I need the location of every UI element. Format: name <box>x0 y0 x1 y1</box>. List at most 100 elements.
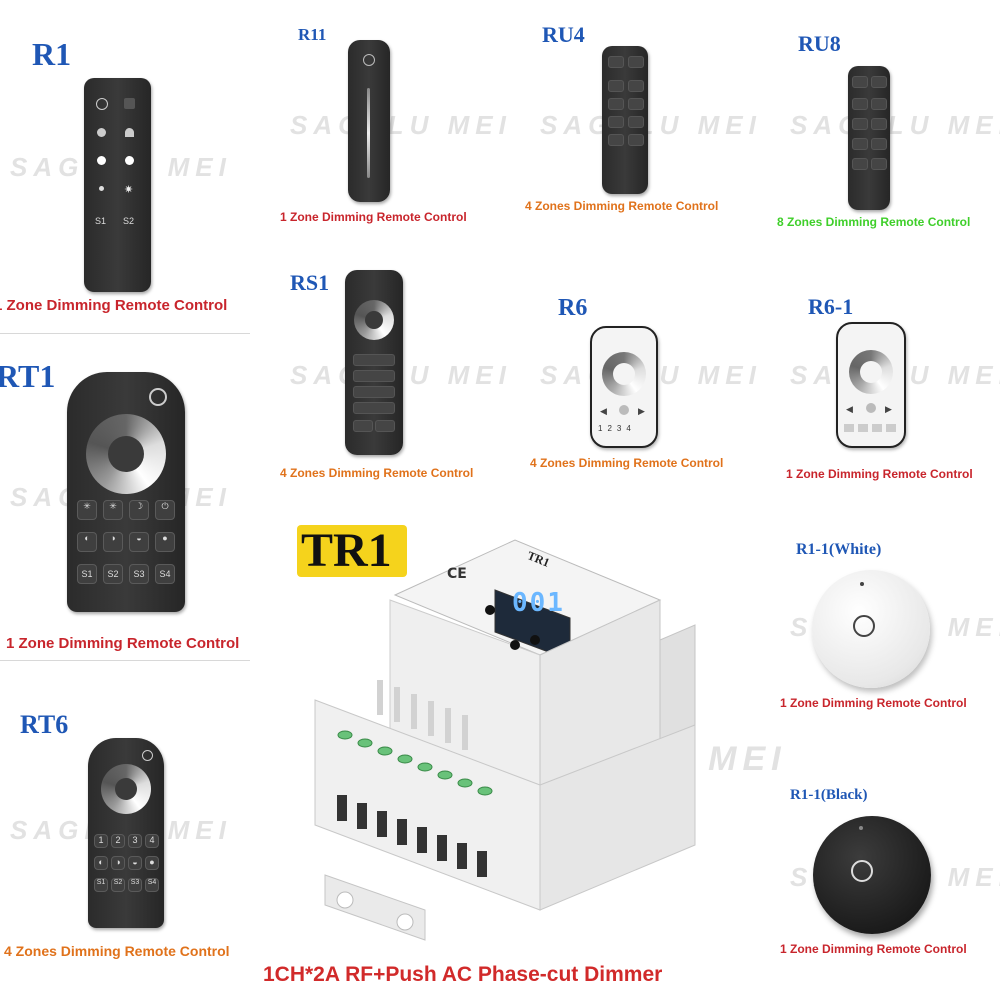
zone-button-icon <box>608 98 624 110</box>
wheel-center-icon <box>860 361 882 383</box>
left-arrow-icon: ◀ <box>600 406 607 416</box>
r6-remote-image: ◀ ▶ 1234 <box>590 326 658 448</box>
brightness-icon: ◐ <box>77 532 97 552</box>
off-button-icon <box>628 56 644 68</box>
r11-caption: 1 Zone Dimming Remote Control <box>280 210 467 224</box>
bulb-icon <box>124 98 135 109</box>
power-icon <box>96 98 108 110</box>
r1-caption: 1 Zone Dimming Remote Control <box>0 297 228 314</box>
scene-s3-label: S3 <box>129 564 149 584</box>
led-indicator <box>859 826 863 830</box>
power-icon <box>853 615 875 637</box>
zone-button-icon <box>353 386 395 398</box>
r6-title: R6 <box>558 295 588 321</box>
zone-button-icon <box>871 138 887 150</box>
dim-icon <box>99 186 104 191</box>
ru4-caption: 4 Zones Dimming Remote Control <box>525 199 719 213</box>
left-arrow-icon: ◀ <box>846 404 853 414</box>
ru8-title: RU8 <box>798 31 841 56</box>
dimmer-lower-side <box>539 724 696 911</box>
power-icon <box>851 860 873 882</box>
brightness-icon <box>125 128 134 137</box>
r1-1-black-caption: 1 Zone Dimming Remote Control <box>780 942 967 956</box>
brightness-icon: ◒ <box>129 532 149 552</box>
brightness-icon: ◐ <box>94 856 108 870</box>
ru4-remote-image <box>602 46 648 194</box>
r1-1-white-remote-image <box>812 570 930 688</box>
r1-1-black-remote-image <box>813 816 931 934</box>
mount-hole-icon <box>396 913 414 931</box>
right-arrow-icon: ▶ <box>638 406 645 416</box>
r6-1-title: R6-1 <box>808 294 854 319</box>
wheel-center-icon <box>108 436 144 472</box>
power-toggle-icon: ⏻ <box>155 500 175 520</box>
cct-warm-icon: ✳ <box>103 500 123 520</box>
scene-s1-label: S1 <box>94 878 108 892</box>
off-button-icon <box>871 76 887 88</box>
zone-button-icon <box>353 402 395 414</box>
zone-button-icon <box>608 116 624 128</box>
wheel-center-icon <box>613 363 635 385</box>
zone-button-icon <box>852 138 868 150</box>
scene-buttons-icon <box>844 424 896 432</box>
rs1-remote-image <box>345 270 403 455</box>
zone-button-icon <box>628 98 644 110</box>
dimmer-rib <box>659 624 696 741</box>
scene-s2-label: S2 <box>111 878 125 892</box>
zone-button-icon <box>628 134 644 146</box>
touch-slider <box>367 88 370 178</box>
rt1-title: RT1 <box>0 358 56 394</box>
push-button-icon <box>485 605 495 615</box>
scene-s4-label: S4 <box>145 878 159 892</box>
tr1-title: TR1 <box>301 524 392 577</box>
zone-button-icon <box>608 134 624 146</box>
scene-button-icon <box>375 420 395 432</box>
rt6-remote-image: 1 2 3 4 ◐ ◑ ◒ ● S1 S2 S3 S4 <box>88 738 164 928</box>
scene-s1-label: S1 <box>77 564 97 584</box>
ru8-remote-image <box>848 66 890 210</box>
scene-s2-label: S2 <box>103 564 123 584</box>
divider <box>0 333 250 334</box>
on-button-icon <box>608 56 624 68</box>
led-indicator <box>860 582 864 586</box>
brightness-icon: ◒ <box>128 856 142 870</box>
r1-1-white-caption: 1 Zone Dimming Remote Control <box>780 696 967 710</box>
night-icon: ☽ <box>129 500 149 520</box>
terminal-slots <box>337 795 487 877</box>
right-arrow-icon: ▶ <box>885 404 892 414</box>
brightness-icon: ◑ <box>103 532 123 552</box>
scene-button-icon <box>353 420 373 432</box>
r6-1-remote-image: ◀ ▶ <box>836 322 906 448</box>
ru4-title: RU4 <box>542 22 585 47</box>
lcd-readout: 001 <box>512 588 565 618</box>
zone-1-label: 1 <box>94 834 108 848</box>
ce-mark-icon: CE <box>447 566 467 582</box>
power-icon <box>142 750 153 761</box>
din-clip <box>324 874 426 941</box>
r1-remote-image: ✷ S1 S2 <box>84 78 151 292</box>
zone-button-icon <box>628 116 644 128</box>
zone-button-icon <box>852 98 868 110</box>
zone-numbers: 1234 <box>598 424 636 433</box>
watermark: SAGELU MEI <box>540 110 762 140</box>
mount-hole-icon <box>336 891 354 909</box>
brightness-icon <box>97 156 106 165</box>
rt6-caption: 4 Zones Dimming Remote Control <box>4 943 230 959</box>
tr1-title-badge <box>297 525 407 577</box>
zone-button-icon <box>871 158 887 170</box>
brightness-icon: ◑ <box>111 856 125 870</box>
r6-caption: 4 Zones Dimming Remote Control <box>530 456 724 470</box>
zone-button-icon <box>871 118 887 130</box>
brightness-icon <box>125 156 134 165</box>
zone-button-icon <box>353 354 395 366</box>
brightness-icon: ● <box>155 532 175 552</box>
scene-s4-label: S4 <box>155 564 175 584</box>
rt1-remote-image: ✳ ✳ ☽ ⏻ ◐ ◑ ◒ ● S1 S2 S3 S4 <box>67 372 185 612</box>
rs1-title: RS1 <box>290 270 330 295</box>
zone-button-icon <box>852 158 868 170</box>
r6-1-caption: 1 Zone Dimming Remote Control <box>786 467 973 481</box>
brightness-icon <box>97 128 106 137</box>
r11-title: R11 <box>298 25 327 44</box>
ru8-caption: 8 Zones Dimming Remote Control <box>777 215 971 229</box>
zone-button-icon <box>871 98 887 110</box>
